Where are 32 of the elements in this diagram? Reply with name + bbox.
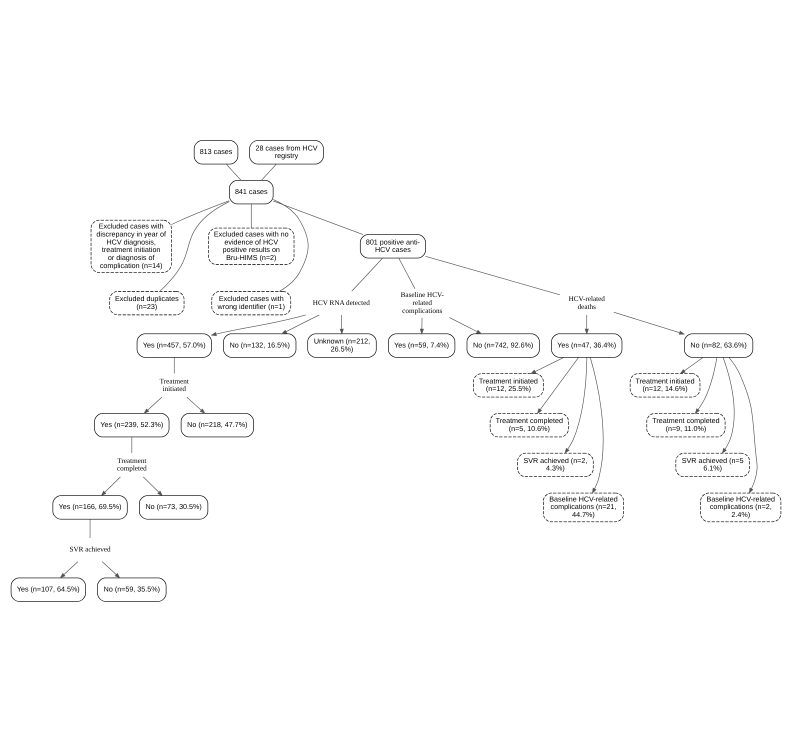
arrow (613, 311, 686, 334)
arrow (210, 314, 306, 336)
connector (425, 256, 560, 295)
connector (272, 198, 308, 292)
arrow (449, 316, 482, 334)
connector (261, 163, 277, 180)
connector (226, 163, 242, 180)
arrow (536, 356, 579, 414)
connector (171, 200, 230, 224)
arrow (186, 396, 206, 414)
connector (250, 203, 252, 228)
arrow (420, 316, 424, 334)
arrow (280, 314, 320, 334)
connector (159, 200, 230, 292)
arrow (102, 560, 120, 578)
arrow (722, 356, 735, 454)
arrow (584, 314, 589, 334)
connector (351, 257, 383, 292)
connector (174, 356, 175, 374)
arrow (143, 396, 162, 414)
arrow (680, 356, 704, 374)
arrow (564, 356, 588, 454)
arrow (142, 476, 163, 496)
arrow (100, 476, 121, 496)
arrow (728, 356, 758, 494)
connector (273, 200, 364, 234)
arrow (590, 356, 604, 494)
arrow (340, 314, 344, 334)
arrow (694, 356, 718, 414)
arrow (530, 356, 564, 374)
connector (398, 257, 416, 289)
arrow (60, 560, 78, 578)
